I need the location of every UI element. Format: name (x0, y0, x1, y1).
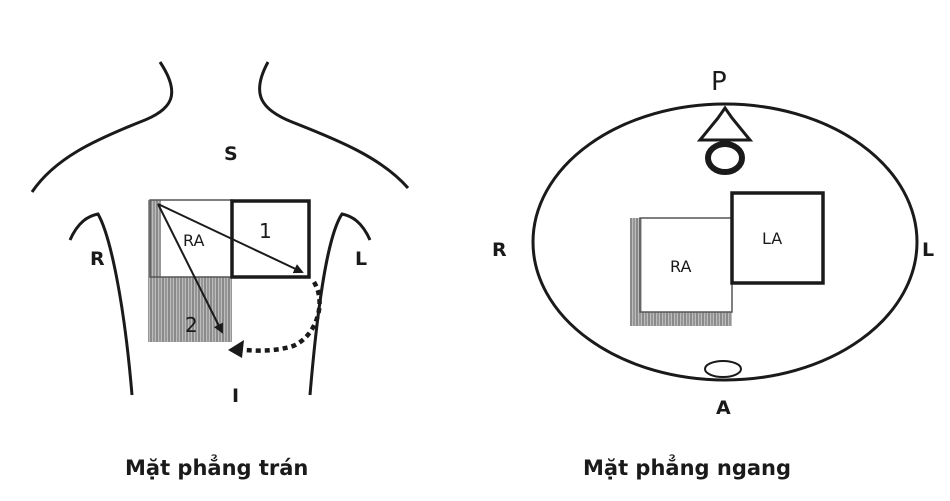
vector-2-label: 2 (185, 313, 198, 337)
frontal-ra-label: RA (183, 231, 204, 250)
frontal-caption: Mặt phẳng trán (125, 454, 308, 480)
horizontal-caption: Mặt phẳng ngang (583, 454, 791, 480)
frontal-heart (148, 199, 311, 342)
vector-1-label: 1 (259, 219, 272, 243)
vertebra-icon (696, 105, 754, 175)
horizontal-ra-hatch-bottom (630, 312, 732, 326)
thorax-cross-section (531, 102, 919, 382)
right-torso-outline (68, 212, 134, 396)
frontal-label-s: S (224, 143, 238, 165)
sternum-icon (704, 360, 742, 378)
frontal-label-i: I (232, 385, 239, 407)
rotation-dotted-arrow (235, 280, 322, 353)
horizontal-ra-label: RA (670, 257, 691, 276)
rotation-arrowhead (228, 340, 244, 358)
vector-2-arrow (157, 203, 223, 334)
right-shoulder-outline (258, 61, 410, 189)
left-torso-outline (308, 212, 372, 396)
frontal-plane-diagram: S R L I RA 1 2 Mặt phẳng trán (30, 61, 410, 480)
frontal-label-r: R (90, 248, 105, 270)
left-shoulder-outline (30, 61, 174, 193)
horizontal-heart (630, 191, 825, 326)
horizontal-label-a: A (716, 397, 731, 419)
horizontal-label-l: L (922, 239, 934, 261)
horizontal-la-box (730, 191, 825, 285)
vector-1-arrow (157, 203, 304, 274)
horizontal-la-label: LA (762, 229, 782, 248)
horizontal-plane-diagram: P R L A RA LA Mặt phẳng ngang (492, 67, 934, 480)
horizontal-label-p: P (711, 67, 727, 97)
horizontal-label-r: R (492, 239, 507, 261)
horizontal-ra-hatch-left (630, 218, 642, 326)
frontal-label-l: L (355, 248, 367, 270)
